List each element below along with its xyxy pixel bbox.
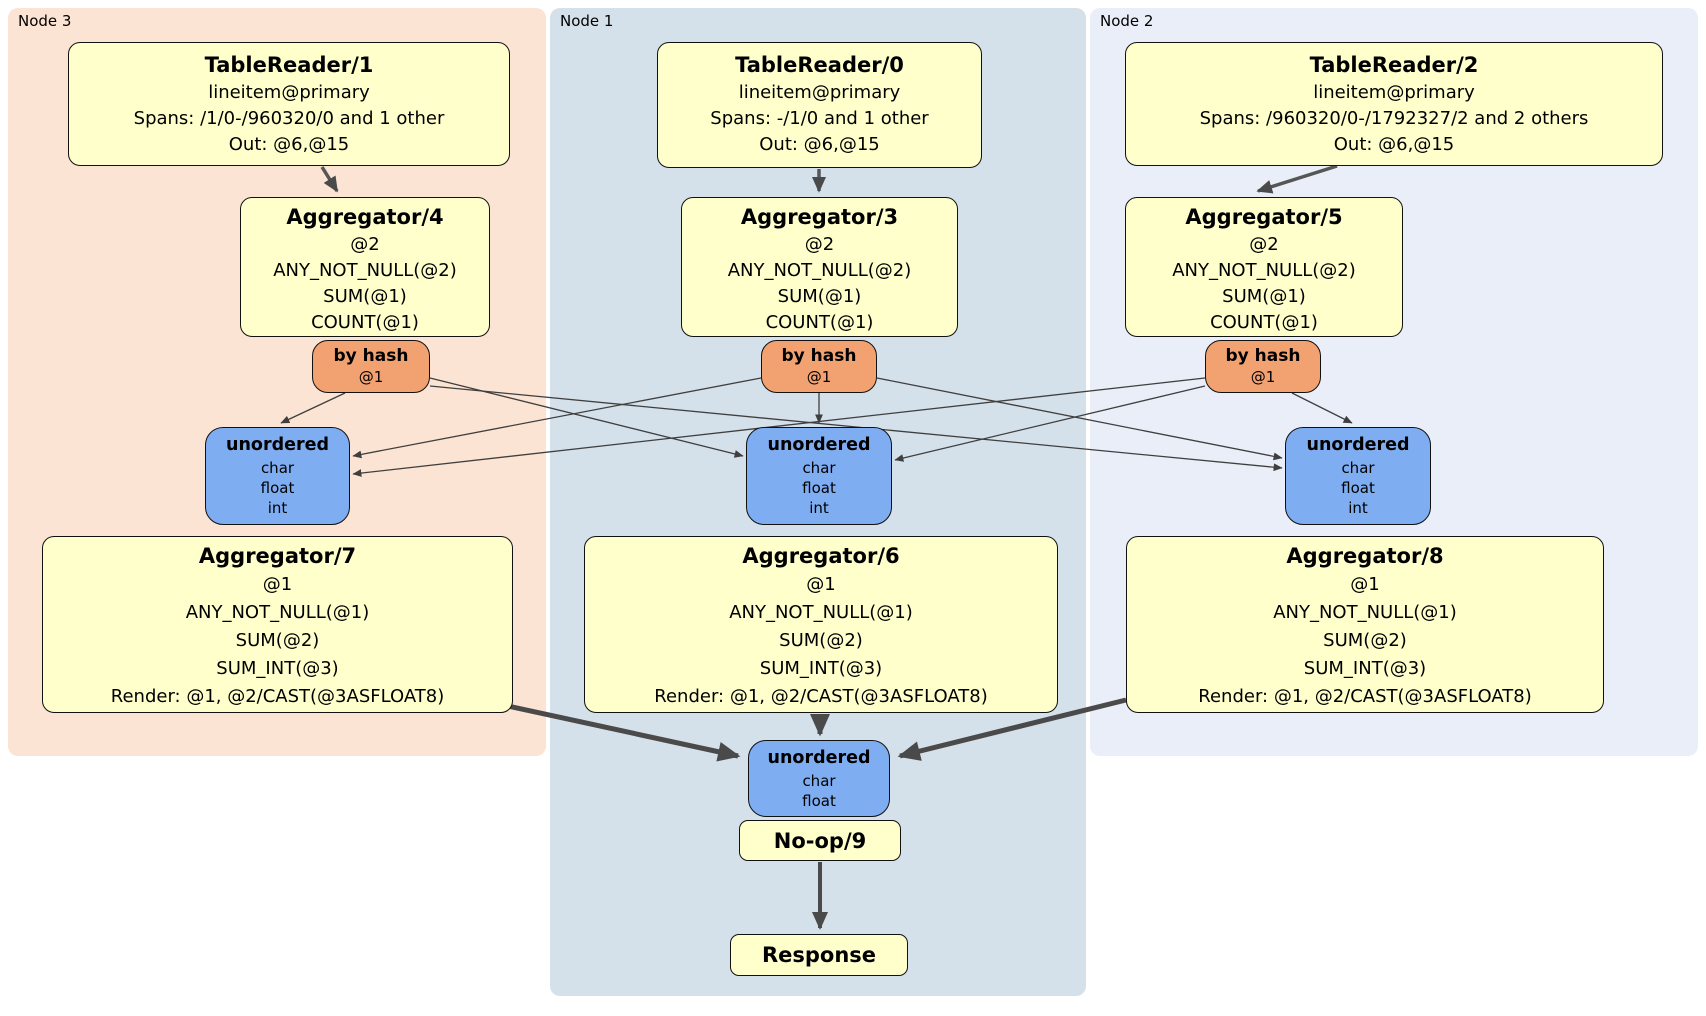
aggregator-8-group: @1 [1350, 574, 1380, 595]
stream-unordered-mid: unordered char float int [746, 427, 892, 525]
aggregator-4-title: Aggregator/4 [286, 205, 444, 229]
node2-label: Node 2 [1100, 12, 1154, 30]
processor-aggregator-6: Aggregator/6 @1 ANY_NOT_NULL(@1) SUM(@2)… [584, 536, 1058, 713]
processor-aggregator-7: Aggregator/7 @1 ANY_NOT_NULL(@1) SUM(@2)… [42, 536, 513, 713]
unordered-final-type2: float [802, 792, 836, 810]
aggregator-8-render: Render: @1, @2/CAST(@3ASFLOAT8) [1198, 686, 1532, 707]
processor-noop-9: No-op/9 [739, 820, 901, 861]
unordered-mid-title: unordered [767, 435, 871, 455]
unordered-right-type3: int [1348, 499, 1368, 517]
stream-unordered-right: unordered char float int [1285, 427, 1431, 525]
router-by-hash-mid: by hash @1 [761, 340, 877, 393]
aggregator-4-fn1: ANY_NOT_NULL(@2) [273, 260, 457, 281]
aggregator-3-fn2: SUM(@1) [777, 286, 862, 307]
tablereader-0-out: Out: @6,@15 [759, 134, 880, 155]
processor-tablereader-1: TableReader/1 lineitem@primary Spans: /1… [68, 42, 510, 166]
tablereader-2-out: Out: @6,@15 [1333, 134, 1455, 155]
tablereader-1-out: Out: @6,@15 [228, 134, 350, 155]
by-hash-right-title: by hash [1225, 346, 1301, 366]
aggregator-3-fn1: ANY_NOT_NULL(@2) [727, 260, 912, 281]
router-by-hash-left: by hash @1 [312, 340, 430, 393]
aggregator-8-title: Aggregator/8 [1286, 544, 1444, 568]
aggregator-5-fn3: COUNT(@1) [1210, 312, 1318, 333]
unordered-left-type1: char [260, 459, 295, 477]
tablereader-0-index: lineitem@primary [738, 82, 901, 103]
processor-response: Response [730, 934, 908, 976]
tablereader-0-spans: Spans: -/1/0 and 1 other [710, 108, 929, 129]
unordered-right-title: unordered [1306, 435, 1410, 455]
aggregator-6-group: @1 [806, 574, 836, 595]
aggregator-6-fn1: ANY_NOT_NULL(@1) [729, 602, 913, 623]
aggregator-8-fn2: SUM(@2) [1323, 630, 1407, 651]
processor-tablereader-0: TableReader/0 lineitem@primary Spans: -/… [657, 42, 982, 168]
aggregator-8-fn1: ANY_NOT_NULL(@1) [1273, 602, 1457, 623]
aggregator-3-title: Aggregator/3 [740, 205, 899, 229]
unordered-final-type1: char [802, 772, 836, 790]
aggregator-7-fn1: ANY_NOT_NULL(@1) [185, 602, 370, 623]
tablereader-0-title: TableReader/0 [735, 53, 904, 77]
aggregator-7-fn2: SUM(@2) [235, 630, 320, 651]
processor-aggregator-4: Aggregator/4 @2 ANY_NOT_NULL(@2) SUM(@1)… [240, 197, 490, 337]
node1-label: Node 1 [560, 12, 614, 30]
unordered-left-title: unordered [226, 435, 329, 455]
aggregator-3-fn3: COUNT(@1) [765, 312, 874, 333]
aggregator-7-group: @1 [262, 574, 293, 595]
unordered-final-title: unordered [767, 748, 871, 768]
unordered-left-type2: float [260, 479, 295, 497]
aggregator-7-render: Render: @1, @2/CAST(@3ASFLOAT8) [110, 686, 445, 707]
by-hash-mid-title: by hash [781, 346, 857, 366]
aggregator-7-fn3: SUM_INT(@3) [216, 658, 339, 679]
tablereader-1-title: TableReader/1 [204, 53, 374, 77]
noop-9-title: No-op/9 [773, 828, 867, 853]
aggregator-8-fn3: SUM_INT(@3) [1303, 658, 1427, 679]
tablereader-2-index: lineitem@primary [1313, 82, 1475, 103]
unordered-left-type3: int [267, 499, 288, 517]
processor-aggregator-8: Aggregator/8 @1 ANY_NOT_NULL(@1) SUM(@2)… [1126, 536, 1604, 713]
tablereader-1-spans: Spans: /1/0-/960320/0 and 1 other [133, 108, 445, 129]
unordered-mid-type1: char [802, 459, 836, 477]
unordered-mid-type3: int [809, 499, 829, 517]
processor-aggregator-5: Aggregator/5 @2 ANY_NOT_NULL(@2) SUM(@1)… [1125, 197, 1403, 337]
aggregator-5-fn2: SUM(@1) [1222, 286, 1306, 307]
unordered-right-type1: char [1341, 459, 1375, 477]
aggregator-5-title: Aggregator/5 [1185, 205, 1343, 229]
aggregator-7-title: Aggregator/7 [198, 544, 357, 568]
aggregator-3-group: @2 [804, 234, 835, 255]
processor-tablereader-2: TableReader/2 lineitem@primary Spans: /9… [1125, 42, 1663, 166]
aggregator-4-fn2: SUM(@1) [323, 286, 407, 307]
tablereader-2-spans: Spans: /960320/0-/1792327/2 and 2 others [1199, 108, 1589, 129]
aggregator-5-group: @2 [1249, 234, 1279, 255]
tablereader-2-title: TableReader/2 [1309, 53, 1479, 77]
router-by-hash-right: by hash @1 [1205, 340, 1321, 393]
by-hash-right-col: @1 [1250, 368, 1276, 386]
aggregator-6-fn2: SUM(@2) [779, 630, 863, 651]
by-hash-left-col: @1 [358, 368, 384, 386]
response-title: Response [761, 943, 877, 967]
stream-unordered-final: unordered char float [748, 740, 890, 817]
by-hash-left-title: by hash [333, 346, 409, 366]
unordered-right-type2: float [1341, 479, 1375, 497]
node3-label: Node 3 [18, 12, 72, 30]
aggregator-5-fn1: ANY_NOT_NULL(@2) [1172, 260, 1356, 281]
aggregator-6-fn3: SUM_INT(@3) [759, 658, 883, 679]
aggregator-4-fn3: COUNT(@1) [311, 312, 419, 333]
processor-aggregator-3: Aggregator/3 @2 ANY_NOT_NULL(@2) SUM(@1)… [681, 197, 958, 337]
aggregator-6-title: Aggregator/6 [742, 544, 900, 568]
unordered-mid-type2: float [802, 479, 836, 497]
aggregator-6-render: Render: @1, @2/CAST(@3ASFLOAT8) [654, 686, 988, 707]
tablereader-1-index: lineitem@primary [208, 82, 370, 103]
aggregator-4-group: @2 [350, 234, 380, 255]
stream-unordered-left: unordered char float int [205, 427, 350, 525]
by-hash-mid-col: @1 [806, 368, 832, 386]
